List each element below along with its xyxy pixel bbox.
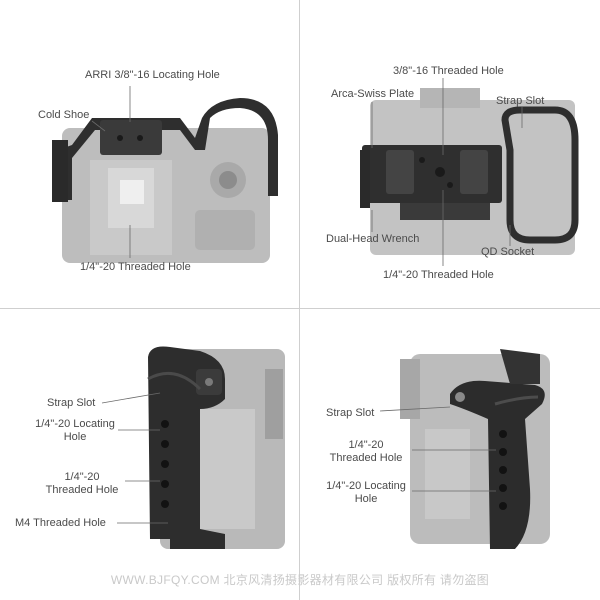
horizontal-divider: [0, 308, 600, 309]
label-dual-head-wrench: Dual-Head Wrench: [326, 233, 420, 245]
label-strap-slot: Strap Slot: [496, 95, 545, 107]
label-arri-locating-hole: ARRI 3/8"-16 Locating Hole: [85, 69, 220, 81]
label-38-threaded-hole: 3/8"-16 Threaded Hole: [393, 65, 504, 77]
label-m4-threaded-hole: M4 Threaded Hole: [15, 517, 106, 529]
camera-cage-bottom-image: [360, 78, 579, 266]
label-14-threaded-hole: 1/4"-20 Threaded Hole: [383, 269, 494, 281]
label-threaded-hole: 1/4"-20 Threaded Hole: [329, 439, 403, 464]
label-qd-socket: QD Socket: [481, 246, 535, 258]
label-threaded-hole: 1/4"-20 Threaded Hole: [80, 261, 191, 273]
label-arca-swiss-plate: Arca-Swiss Plate: [331, 88, 415, 100]
label-strap-slot: Strap Slot: [47, 397, 96, 409]
panel-bottom-right: Strap Slot 1/4"-20 Threaded Hole 1/4"-20…: [300, 309, 600, 600]
label-threaded-hole: 1/4"-20 Threaded Hole: [45, 471, 119, 496]
panel-top-left: ARRI 3/8"-16 Locating Hole Cold Shoe 1/4…: [0, 0, 299, 308]
label-locating-hole: 1/4"-20 Locating Hole: [35, 418, 115, 443]
label-locating-hole: 1/4"-20 Locating Hole: [326, 480, 406, 505]
label-strap-slot: Strap Slot: [326, 407, 375, 419]
panel-top-right: 3/8"-16 Threaded Hole Arca-Swiss Plate S…: [300, 0, 600, 308]
watermark-text: WWW.BJFQY.COM 北京风清扬摄影器材有限公司 版权所有 请勿盗图: [110, 573, 490, 587]
panel-bottom-left: Strap Slot 1/4"-20 Locating Hole 1/4"-20…: [0, 309, 299, 600]
camera-cage-side-right-image: [379, 349, 550, 549]
camera-cage-front-image: [52, 86, 278, 263]
label-cold-shoe: Cold Shoe: [38, 109, 90, 121]
camera-cage-side-left-image: [101, 346, 285, 549]
vertical-divider: [299, 0, 300, 600]
